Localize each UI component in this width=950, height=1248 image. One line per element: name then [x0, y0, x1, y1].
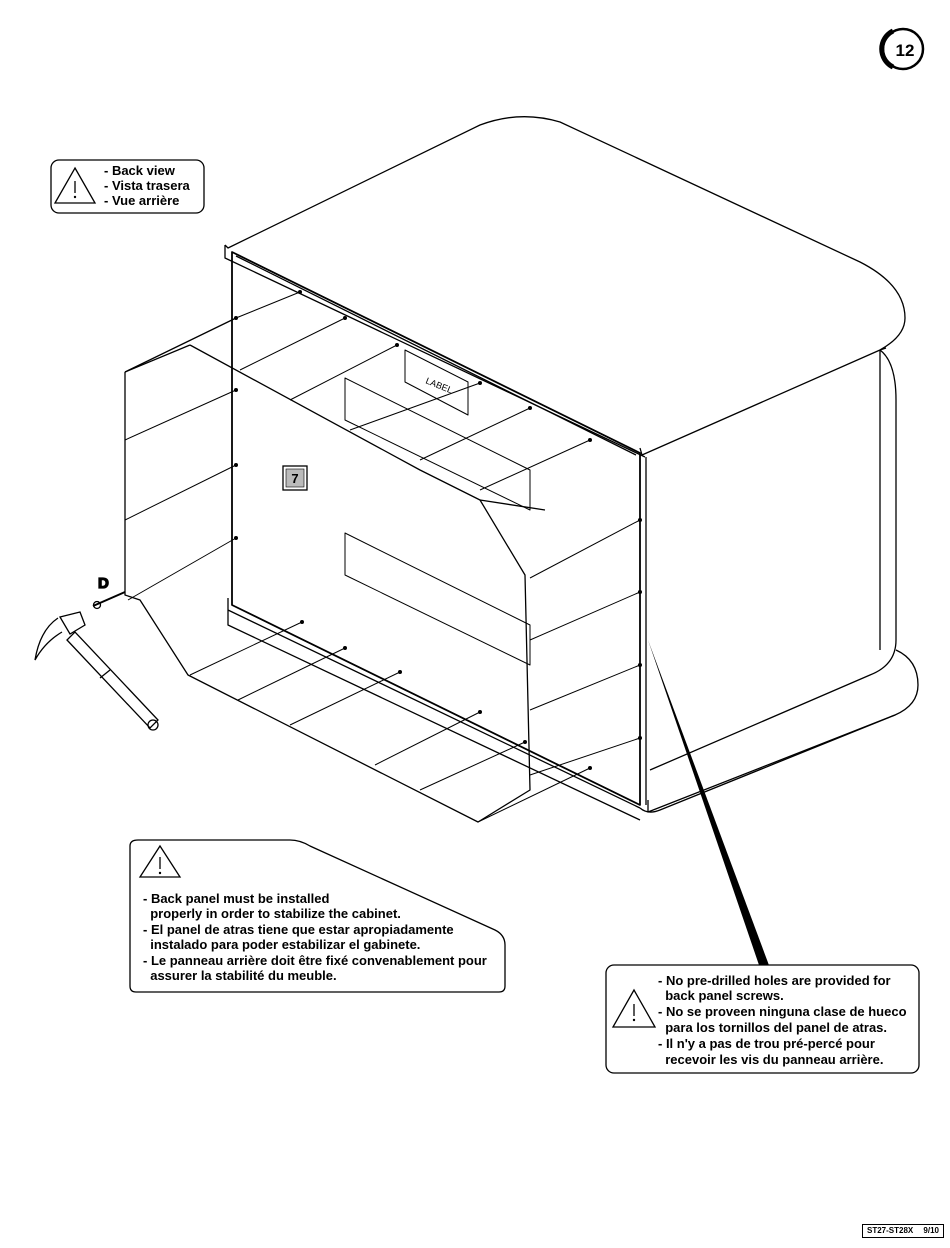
install-warning-line-6: assurer la stabilité du meuble. [143, 968, 337, 983]
footer-model-page: ST27-ST28X 9/10 [862, 1224, 944, 1238]
holes-warning-callout: - No pre-drilled holes are provided for … [605, 964, 920, 1074]
install-warning-callout: - Back panel must be installed properly … [129, 839, 506, 993]
install-warning-line-3: - El panel de atras tiene que estar apro… [143, 922, 454, 937]
warning-triangle-icon [53, 166, 97, 204]
back-view-line-1: - Back view [104, 163, 176, 178]
label-text: LABEL [424, 376, 454, 396]
step-number: 12 [896, 41, 915, 60]
back-view-note: - Back view - Vista trasera - Vue arrièr… [50, 159, 205, 214]
holes-warning-line-1: - No pre-drilled holes are provided for [658, 973, 891, 988]
holes-warning-line-5: - Il n'y a pas de trou pré-percé pour [658, 1036, 875, 1051]
install-warning-line-4: instalado para poder estabilizar el gabi… [143, 937, 420, 952]
footer-page: 9/10 [923, 1226, 939, 1235]
warning-triangle-icon [138, 844, 182, 878]
holes-warning-line-2: back panel screws. [658, 988, 784, 1003]
holes-warning-line-3: - No se proveen ninguna clase de hueco [658, 1004, 907, 1019]
hardware-letter: D [98, 575, 109, 592]
cabinet-drawing: LABEL [124, 116, 919, 823]
nail-icon [234, 290, 642, 770]
back-view-line-3: - Vue arrière [104, 193, 179, 208]
holes-warning-line-6: recevoir les vis du panneau arrière. [658, 1052, 883, 1067]
install-warning-line-5: - Le panneau arrière doit être fixé conv… [143, 953, 487, 968]
part-number-tag: 7 [282, 465, 308, 491]
install-warning-line-1: - Back panel must be installed [143, 891, 329, 906]
part-number: 7 [291, 471, 298, 486]
holes-warning-line-4: para los tornillos del panel de atras. [658, 1020, 887, 1035]
back-view-line-2: - Vista trasera [104, 178, 191, 193]
step-badge: 12 [879, 27, 925, 71]
callout-leader [648, 640, 770, 968]
warning-triangle-icon [611, 988, 657, 1028]
hammer-icon: D [34, 574, 159, 731]
install-warning-line-2: properly in order to stabilize the cabin… [143, 906, 401, 921]
footer-model: ST27-ST28X [867, 1226, 914, 1235]
